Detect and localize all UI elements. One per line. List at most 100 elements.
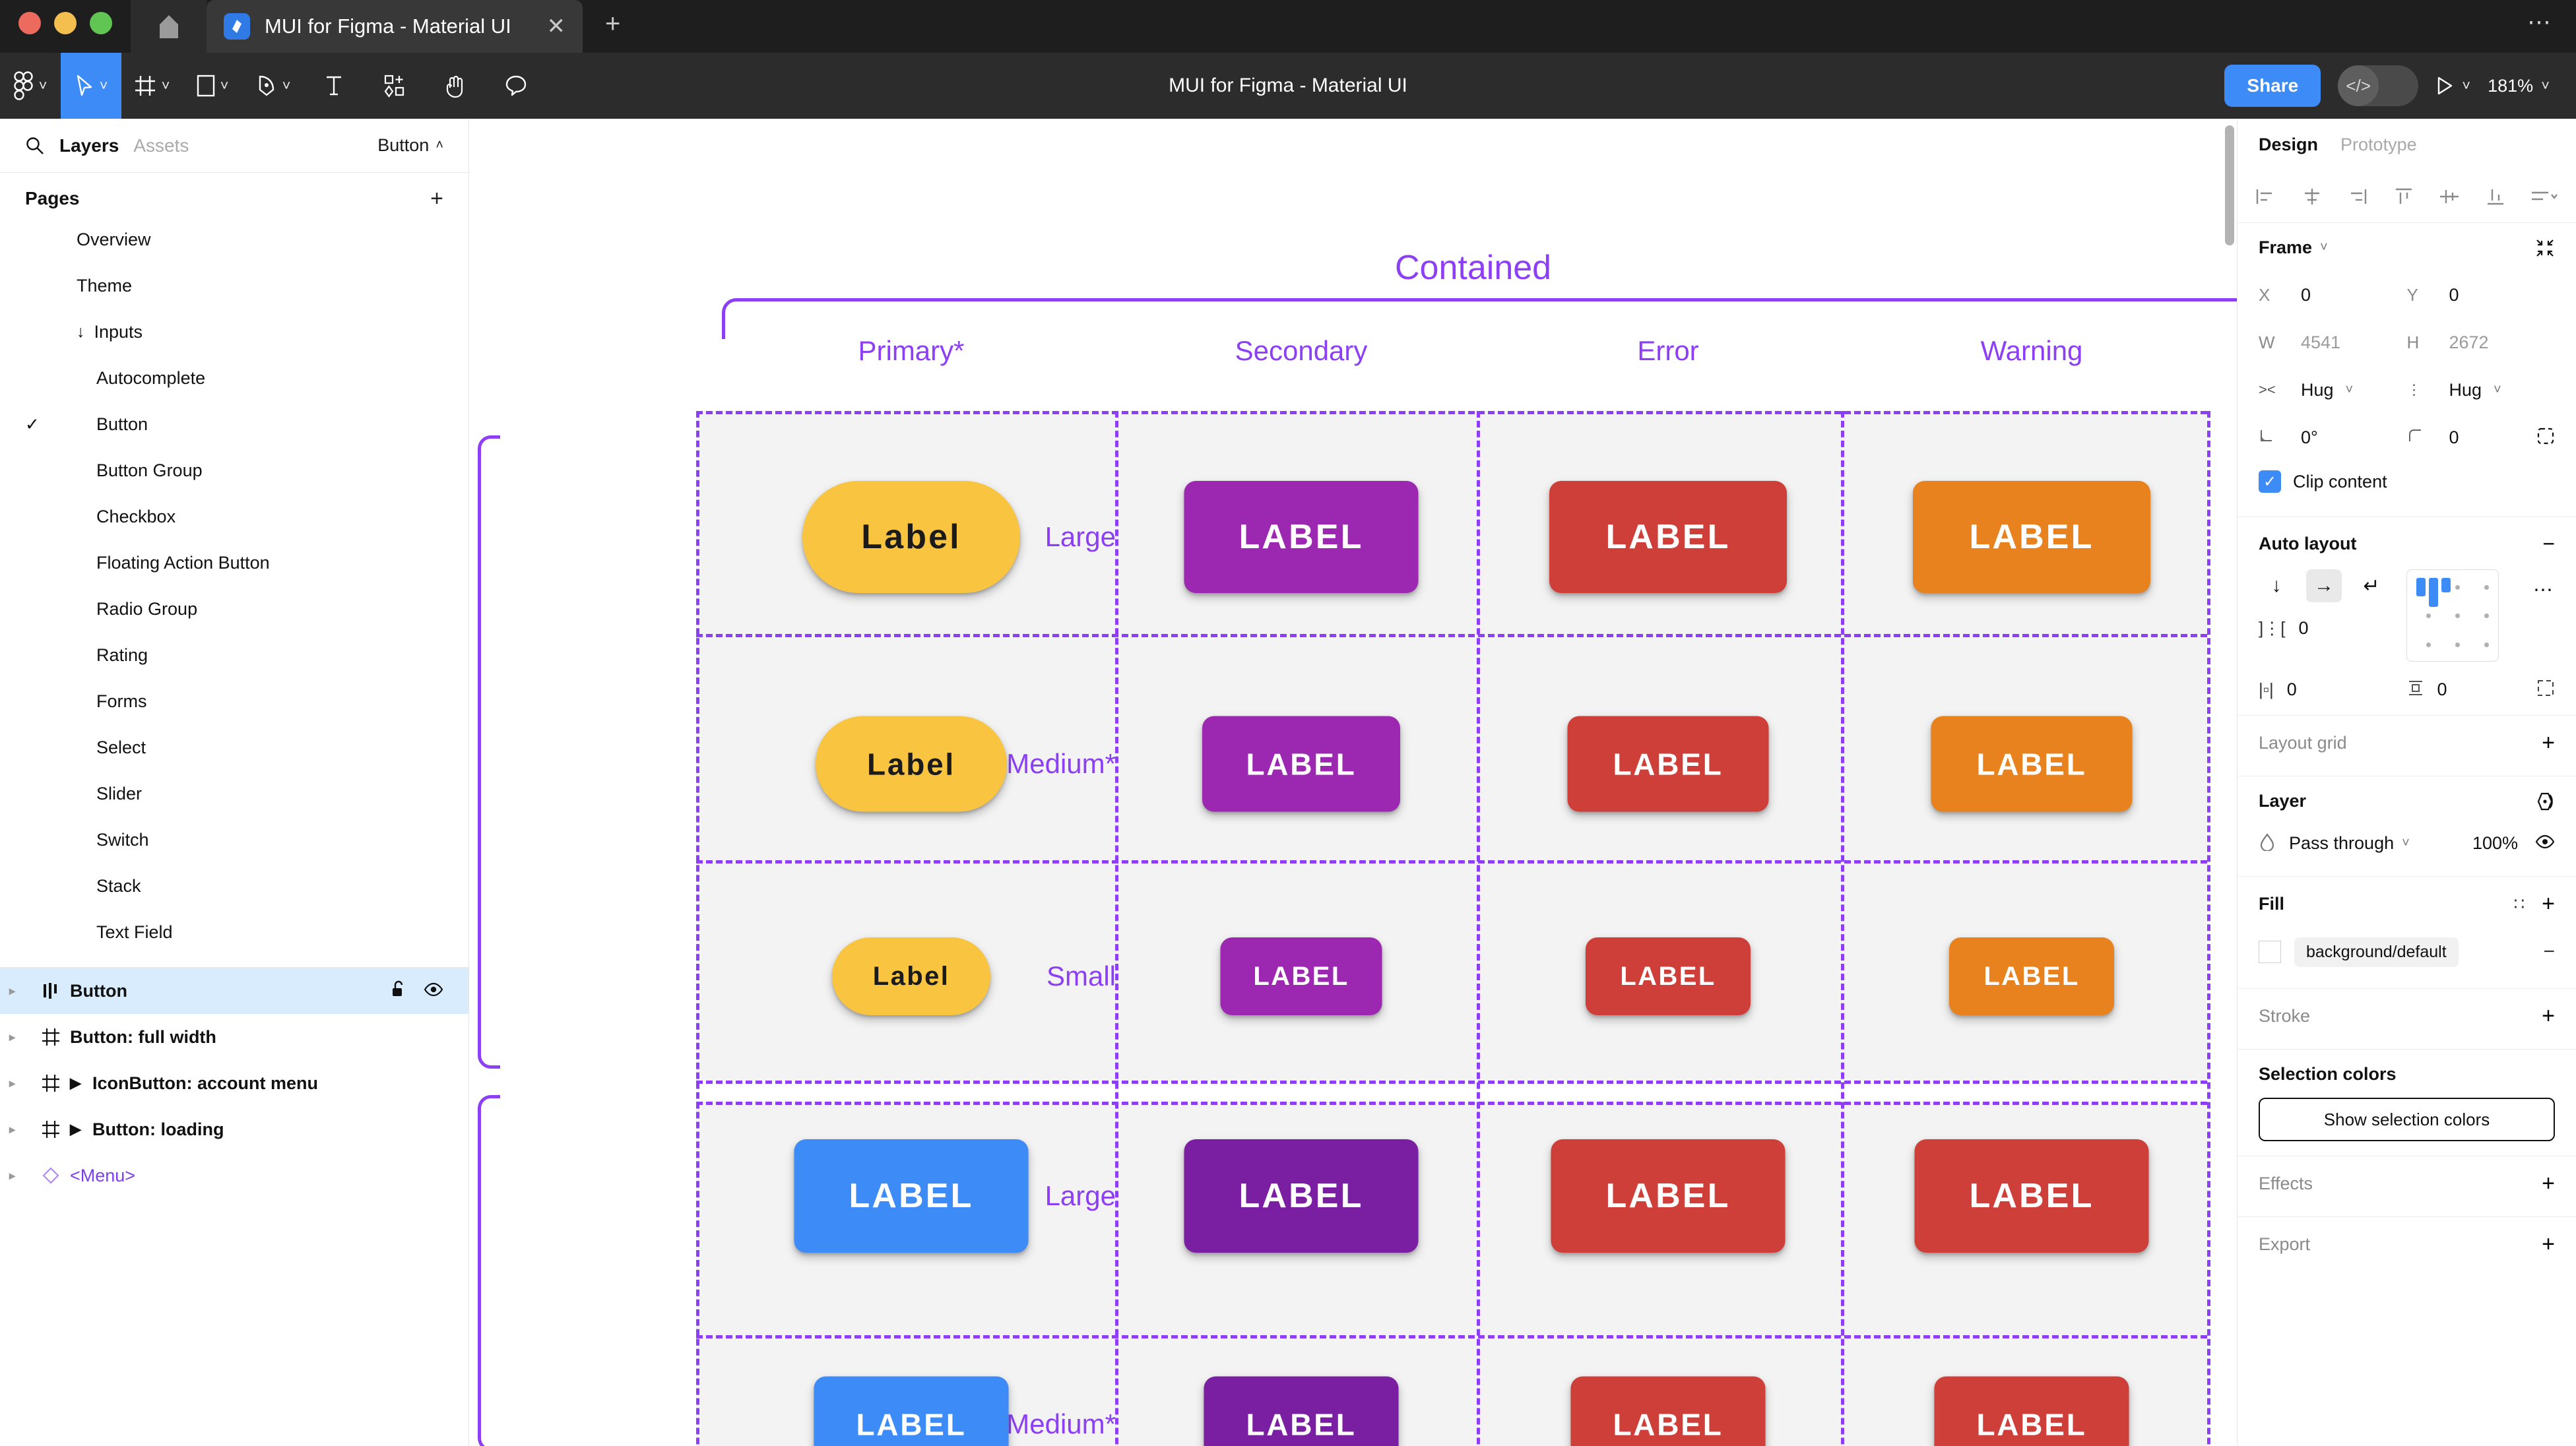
eye-icon[interactable]: [2535, 834, 2555, 852]
move-tool-button[interactable]: ˅: [61, 53, 121, 119]
layer-item[interactable]: ▸▶Button: loading: [0, 1106, 468, 1152]
align-bottom-icon[interactable]: [2484, 187, 2507, 206]
page-item-slider[interactable]: Slider: [0, 770, 468, 817]
clip-content-row[interactable]: ✓ Clip content: [2259, 461, 2555, 502]
button-secondary-large[interactable]: LABEL: [1184, 481, 1419, 593]
button-warning-medium[interactable]: LABEL: [1934, 1376, 2129, 1446]
expand-triangle-icon[interactable]: ▶: [70, 1121, 81, 1137]
align-horizontal-center-icon[interactable]: [2301, 187, 2323, 206]
layer-item[interactable]: ▸Button: [0, 968, 468, 1014]
direction-wrap-button[interactable]: ↵: [2363, 575, 2380, 597]
layer-item[interactable]: ▸<Menu>: [0, 1152, 468, 1199]
layer-settings-icon[interactable]: [2535, 792, 2555, 811]
auto-layout-alignment-grid[interactable]: [2406, 569, 2499, 662]
button-secondary-medium[interactable]: LABEL: [1202, 716, 1400, 812]
text-tool-button[interactable]: [304, 53, 364, 119]
button-warning-small[interactable]: LABEL: [1949, 937, 2114, 1015]
style-picker-icon[interactable]: ∷: [2513, 894, 2527, 914]
direction-horizontal-button[interactable]: →: [2306, 569, 2342, 602]
layer-opacity-value[interactable]: 100%: [2472, 833, 2518, 853]
align-vertical-center-icon[interactable]: [2438, 187, 2461, 206]
blend-mode-value[interactable]: Pass through: [2289, 833, 2395, 853]
align-left-icon[interactable]: [2255, 187, 2277, 206]
disclosure-triangle-icon[interactable]: ▸: [9, 1076, 16, 1090]
button-error-large[interactable]: LABEL: [1551, 1139, 1786, 1253]
page-item-switch[interactable]: Switch: [0, 817, 468, 863]
layer-item[interactable]: ▸▶IconButton: account menu: [0, 1060, 468, 1106]
canvas-scrollbar[interactable]: [2225, 125, 2234, 245]
tab-assets[interactable]: Assets: [133, 135, 189, 156]
figma-menu-button[interactable]: ˅: [0, 53, 61, 119]
button-primary-small[interactable]: Label: [832, 937, 990, 1015]
page-item-autocomplete[interactable]: Autocomplete: [0, 355, 468, 401]
disclosure-triangle-icon[interactable]: ▸: [9, 984, 16, 997]
button-secondary-large[interactable]: LABEL: [1184, 1139, 1419, 1253]
new-tab-button[interactable]: +: [605, 9, 621, 38]
pen-tool-button[interactable]: ˅: [243, 53, 304, 119]
width-field[interactable]: W 4541: [2259, 332, 2407, 353]
collapse-to-fit-button[interactable]: [2535, 238, 2555, 258]
tab-layers[interactable]: Layers: [59, 135, 119, 156]
align-right-icon[interactable]: [2346, 187, 2369, 206]
layer-item[interactable]: ▸Button: full width: [0, 1014, 468, 1060]
button-error-small[interactable]: LABEL: [1586, 937, 1751, 1015]
button-warning-large[interactable]: LABEL: [1914, 1139, 2149, 1253]
align-top-icon[interactable]: [2393, 187, 2415, 206]
button-secondary-small[interactable]: LABEL: [1220, 937, 1382, 1015]
height-field[interactable]: H 2672: [2407, 332, 2556, 353]
add-layout-grid-button[interactable]: +: [2542, 730, 2555, 755]
page-item-floating-action-button[interactable]: Floating Action Button: [0, 540, 468, 586]
fill-color-swatch[interactable]: [2259, 941, 2281, 963]
add-export-button[interactable]: +: [2542, 1232, 2555, 1257]
button-primary-medium[interactable]: Label: [816, 716, 1007, 812]
rotation-field[interactable]: 0°: [2259, 427, 2407, 448]
minimize-window-button[interactable]: [54, 12, 77, 34]
page-selector[interactable]: Button ˄: [377, 135, 443, 156]
tab-prototype[interactable]: Prototype: [2340, 134, 2417, 154]
present-button[interactable]: ˅: [2435, 76, 2470, 96]
remove-auto-layout-button[interactable]: −: [2542, 532, 2555, 555]
home-button[interactable]: [131, 0, 207, 53]
close-icon[interactable]: ✕: [546, 14, 566, 39]
expand-triangle-icon[interactable]: ▶: [70, 1075, 81, 1091]
zoom-control[interactable]: 181% ˅: [2488, 76, 2550, 96]
overflow-menu-icon[interactable]: ⋯: [2527, 8, 2552, 35]
page-item-button-group[interactable]: Button Group: [0, 447, 468, 493]
disclosure-triangle-icon[interactable]: ▸: [9, 1122, 16, 1136]
frame-name-label[interactable]: Contained: [1395, 249, 1552, 287]
button-error-medium[interactable]: LABEL: [1567, 716, 1769, 812]
page-item-forms[interactable]: Forms: [0, 678, 468, 724]
horizontal-padding-field[interactable]: |▫| 0: [2259, 679, 2407, 700]
share-button[interactable]: Share: [2224, 65, 2321, 107]
page-item-inputs[interactable]: ↓Inputs: [0, 309, 468, 355]
button-warning-large[interactable]: LABEL: [1913, 481, 2150, 593]
page-item-radio-group[interactable]: Radio Group: [0, 586, 468, 632]
gap-field[interactable]: ]⋮[ 0: [2259, 618, 2389, 639]
shape-tool-button[interactable]: ˅: [182, 53, 243, 119]
page-item-text-field[interactable]: Text Field: [0, 909, 468, 955]
individual-padding-button[interactable]: [2536, 679, 2555, 701]
button-primary-medium[interactable]: LABEL: [814, 1376, 1009, 1446]
page-item-overview[interactable]: Overview: [0, 216, 468, 263]
dev-mode-toggle[interactable]: </>: [2338, 65, 2419, 106]
button-error-large[interactable]: LABEL: [1549, 481, 1787, 593]
vertical-resizing-field[interactable]: ⋮ Hug ˅: [2407, 380, 2556, 400]
fill-style-token[interactable]: background/default: [2294, 937, 2459, 967]
tab-design[interactable]: Design: [2259, 134, 2319, 154]
chevron-down-icon[interactable]: ˅: [2402, 835, 2410, 850]
page-item-button[interactable]: ✓Button: [0, 401, 468, 447]
hand-tool-button[interactable]: [425, 53, 486, 119]
eye-icon[interactable]: [424, 981, 443, 1001]
unlock-icon[interactable]: [391, 980, 406, 1003]
page-item-rating[interactable]: Rating: [0, 632, 468, 678]
disclosure-triangle-icon[interactable]: ▸: [9, 1030, 16, 1044]
add-page-button[interactable]: +: [430, 186, 443, 211]
button-primary-large[interactable]: Label: [802, 481, 1020, 593]
add-fill-button[interactable]: +: [2542, 891, 2555, 916]
y-field[interactable]: Y 0: [2407, 285, 2556, 305]
x-field[interactable]: X 0: [2259, 285, 2407, 305]
button-error-medium[interactable]: LABEL: [1570, 1376, 1766, 1446]
frame-tool-button[interactable]: ˅: [121, 53, 182, 119]
add-effect-button[interactable]: +: [2542, 1171, 2555, 1196]
